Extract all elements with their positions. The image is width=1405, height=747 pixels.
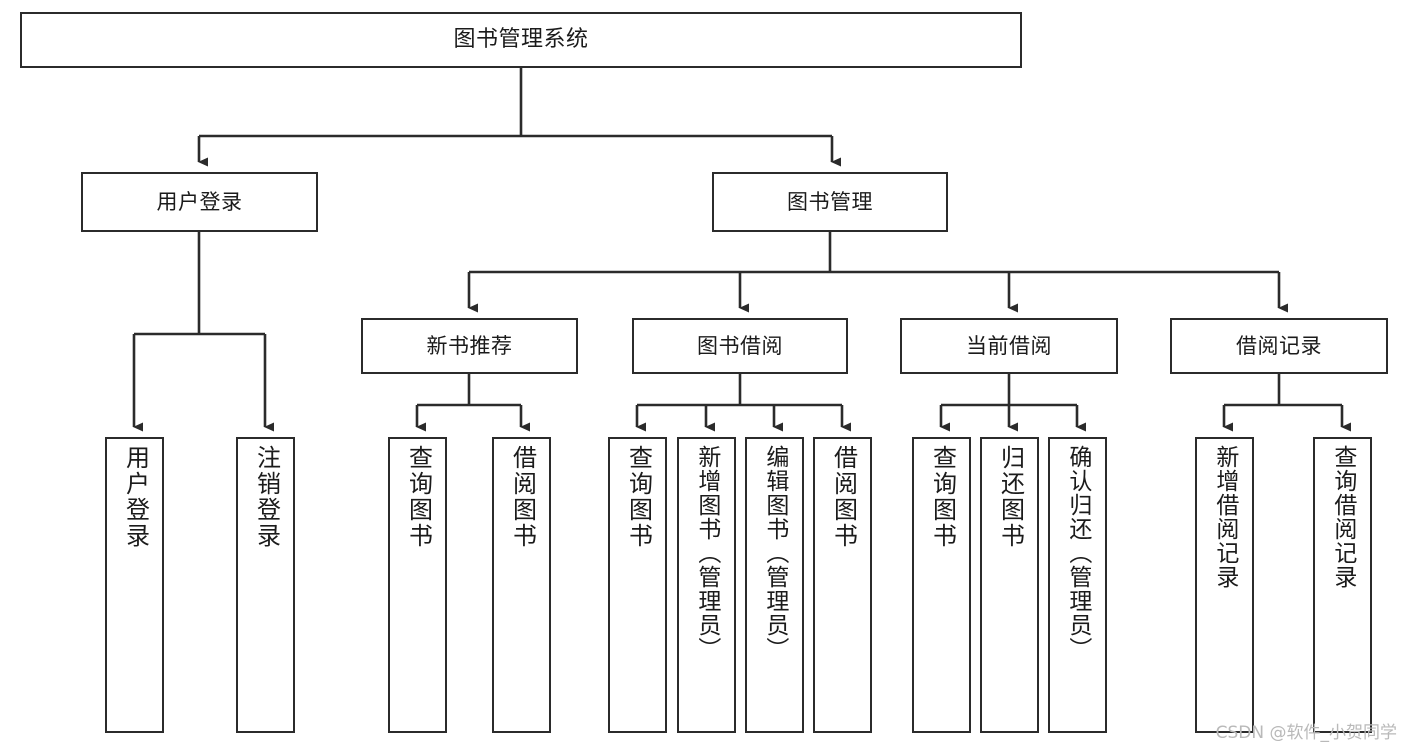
- node-label: 新书推荐: [426, 333, 513, 358]
- leaf-confirm-return-admin[interactable]: 确认归还（管理员）: [1048, 437, 1107, 733]
- node-label: 归还图书: [996, 445, 1025, 549]
- node-label: 借阅图书: [829, 445, 858, 549]
- node-label: 借阅记录: [1236, 333, 1322, 358]
- watermark: CSDN @软件_小贺同学: [1215, 723, 1397, 743]
- node-label: 图书管理: [787, 189, 873, 214]
- node-label: 图书借阅: [697, 333, 783, 358]
- node-current-borrow[interactable]: 当前借阅: [900, 318, 1118, 374]
- node-label: 注销登录: [252, 445, 281, 549]
- leaf-borrow-book-recommend[interactable]: 借阅图书: [492, 437, 551, 733]
- leaf-query-borrow-record[interactable]: 查询借阅记录: [1313, 437, 1372, 733]
- node-label: 当前借阅: [966, 333, 1052, 358]
- node-label: 借阅图书: [508, 445, 537, 549]
- node-label: 确认归还（管理员）: [1064, 445, 1091, 661]
- leaf-return-book[interactable]: 归还图书: [980, 437, 1039, 733]
- leaf-query-book-current[interactable]: 查询图书: [912, 437, 971, 733]
- leaf-add-book-admin[interactable]: 新增图书（管理员）: [677, 437, 736, 733]
- node-borrow-record[interactable]: 借阅记录: [1170, 318, 1388, 374]
- node-label: 新增图书（管理员）: [693, 445, 720, 661]
- node-label: 查询图书: [404, 445, 433, 549]
- node-label: 用户登录: [156, 189, 243, 214]
- node-book-management[interactable]: 图书管理: [712, 172, 948, 232]
- node-label: 用户登录: [121, 445, 150, 549]
- node-label: 编辑图书（管理员）: [761, 445, 788, 661]
- leaf-query-book-borrow[interactable]: 查询图书: [608, 437, 667, 733]
- node-label: 查询图书: [624, 445, 653, 549]
- leaf-query-book-recommend[interactable]: 查询图书: [388, 437, 447, 733]
- node-label: 图书管理系统: [453, 27, 589, 53]
- node-user-login[interactable]: 用户登录: [81, 172, 318, 232]
- leaf-borrow-book[interactable]: 借阅图书: [813, 437, 872, 733]
- node-book-borrow[interactable]: 图书借阅: [632, 318, 848, 374]
- node-label: 新增借阅记录: [1211, 445, 1238, 589]
- node-label: 查询图书: [928, 445, 957, 549]
- leaf-user-login[interactable]: 用户登录: [105, 437, 164, 733]
- node-label: 查询借阅记录: [1329, 445, 1356, 589]
- node-new-book-recommend[interactable]: 新书推荐: [361, 318, 578, 374]
- leaf-edit-book-admin[interactable]: 编辑图书（管理员）: [745, 437, 804, 733]
- leaf-logout[interactable]: 注销登录: [236, 437, 295, 733]
- node-root-system[interactable]: 图书管理系统: [20, 12, 1022, 68]
- leaf-add-borrow-record[interactable]: 新增借阅记录: [1195, 437, 1254, 733]
